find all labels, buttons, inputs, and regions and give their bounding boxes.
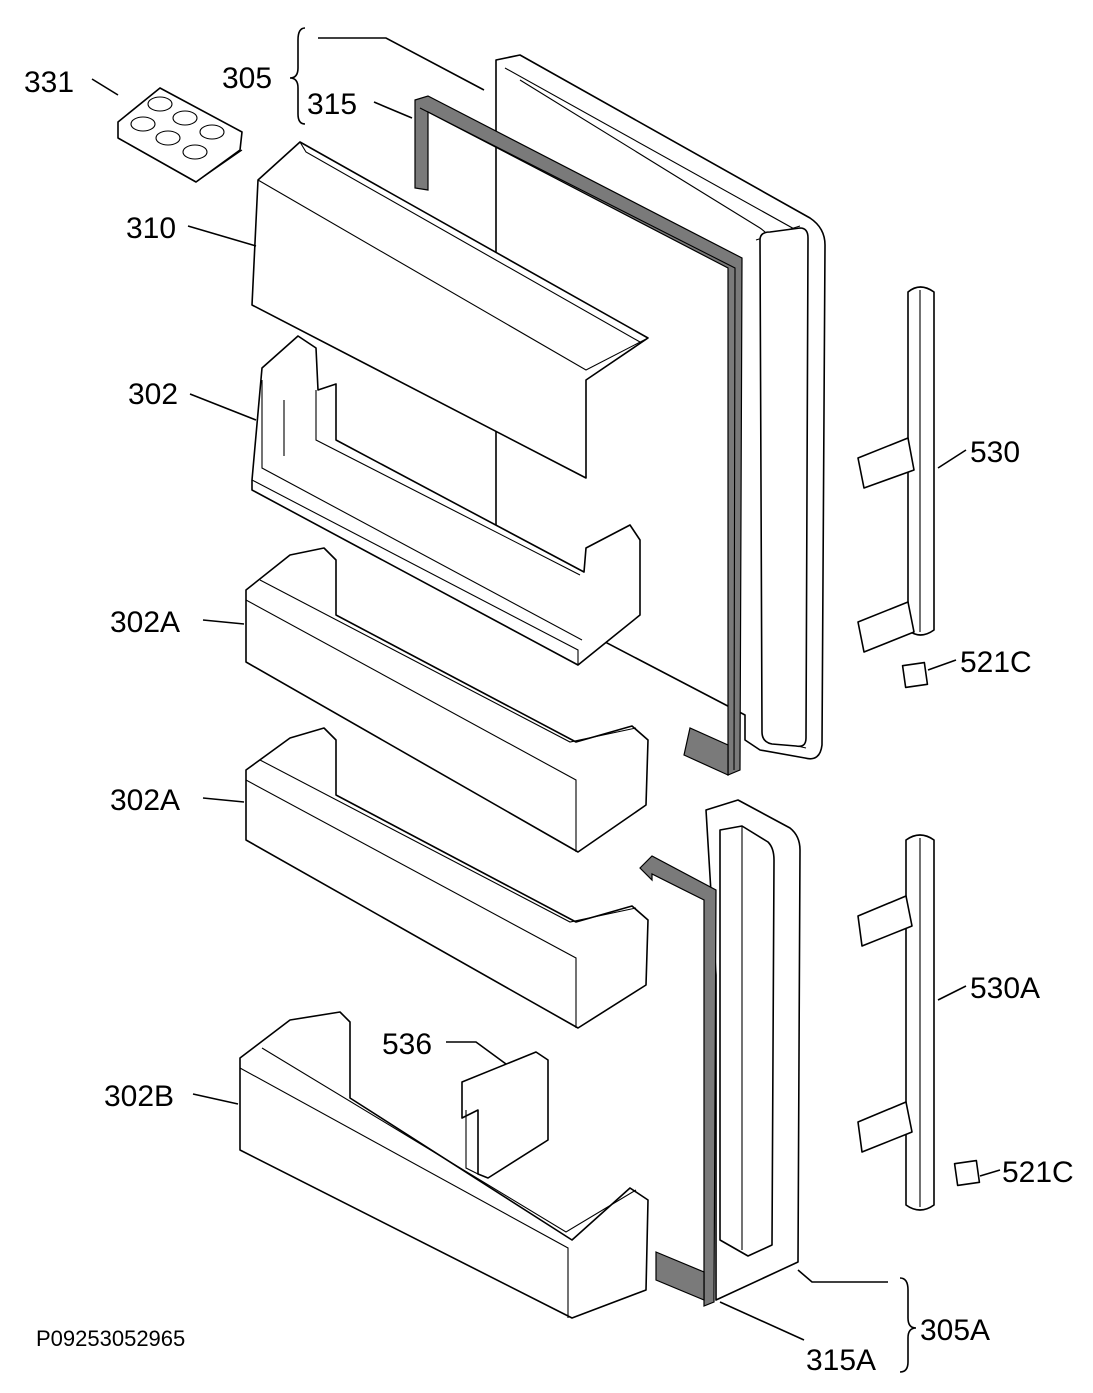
- label-302a-1: 302A: [110, 606, 180, 639]
- handle-530a: [857, 834, 935, 1211]
- label-315a: 315A: [806, 1344, 876, 1377]
- bottle-divider-536: [461, 1051, 549, 1179]
- lower-gasket-315a: [639, 855, 717, 1307]
- dairy-flap-310: [251, 141, 649, 479]
- door-shelf-302b: [239, 1011, 649, 1319]
- label-530: 530: [970, 436, 1020, 469]
- label-310: 310: [126, 212, 176, 245]
- door-shelf-302: [251, 335, 641, 666]
- label-302b: 302B: [104, 1080, 174, 1113]
- cover-521c-1: [901, 661, 929, 689]
- door-shelf-302a-2: [245, 727, 649, 1029]
- label-302: 302: [128, 378, 178, 411]
- drawing-code: P09253052965: [36, 1326, 185, 1351]
- handle-530: [857, 286, 935, 653]
- label-305: 305: [222, 62, 272, 95]
- egg-tray-331: [117, 87, 243, 183]
- label-302a-2: 302A: [110, 784, 180, 817]
- lower-door-305a: [705, 799, 801, 1301]
- leader-lines: [91, 27, 1001, 1373]
- label-305a: 305A: [920, 1314, 990, 1347]
- label-536: 536: [382, 1028, 432, 1061]
- cover-521c-2: [953, 1159, 981, 1187]
- label-530a: 530A: [970, 972, 1040, 1005]
- label-315: 315: [307, 88, 357, 121]
- label-521c-2: 521C: [1002, 1156, 1074, 1189]
- door-shelf-302a-1: [245, 547, 649, 853]
- label-331: 331: [24, 66, 74, 99]
- label-521c-1: 521C: [960, 646, 1032, 679]
- upper-gasket-315: [414, 95, 743, 776]
